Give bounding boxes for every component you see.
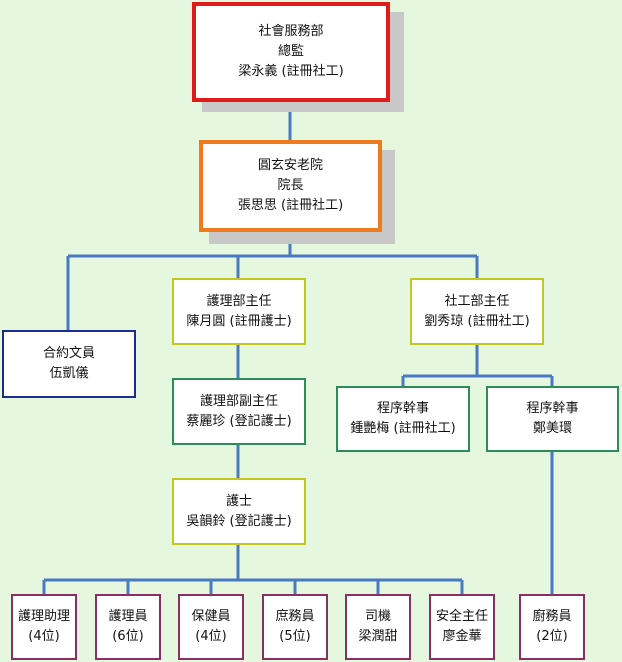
staff-title: 安全主任 — [435, 609, 488, 624]
nurse-title: 護士 — [225, 493, 252, 509]
staff-box-care-worker: 護理員 (6位) — [95, 594, 161, 660]
program-officer-2-title: 程序幹事 — [526, 401, 579, 416]
kitchen-count: (2位) — [536, 629, 568, 644]
director-box: 社會服務部 總監 梁永義 (註冊社工) — [192, 2, 390, 102]
staff-title: 護理助理 — [17, 609, 70, 624]
nursing-deputy-box: 護理部副主任 蔡麗珍 (登記護士) — [172, 378, 306, 445]
staff-box-general-worker: 庶務員 (5位) — [262, 594, 328, 660]
nursing-deputy-name: 蔡麗珍 (登記護士) — [186, 413, 292, 429]
program-officer-1-name: 鍾艷梅 (註冊社工) — [350, 421, 456, 436]
nursing-head-name: 陳月圓 (註冊護士) — [186, 313, 292, 329]
staff-count: (4位) — [28, 629, 60, 644]
director-title: 總監 — [277, 44, 304, 59]
nurse-name: 吳韻鈴 (登記護士) — [186, 513, 292, 529]
staff-title: 護理員 — [108, 609, 148, 624]
staff-count: (5位) — [279, 629, 311, 644]
staff-name: 梁潤甜 — [358, 629, 398, 644]
staff-title: 司機 — [364, 609, 391, 624]
kitchen-title: 廚務員 — [532, 609, 572, 624]
program-officer-2-box: 程序幹事 鄭美環 — [486, 386, 619, 452]
contract-clerk-name: 伍凱儀 — [49, 366, 89, 381]
nursing-head-title: 護理部主任 — [206, 293, 272, 309]
contract-clerk-box: 合約文員 伍凱儀 — [2, 330, 136, 398]
director-dept: 社會服務部 — [258, 24, 324, 39]
superintendent-title: 院長 — [277, 178, 304, 193]
superintendent-org: 圓玄安老院 — [257, 158, 323, 173]
social-work-head-name: 劉秀琼 (註冊社工) — [424, 313, 530, 329]
staff-box-health-worker: 保健員 (4位) — [178, 594, 244, 660]
director-name: 梁永義 (註冊社工) — [238, 64, 344, 79]
superintendent-name: 張思思 (註冊社工) — [237, 198, 344, 213]
staff-name: 廖金華 — [442, 629, 482, 644]
staff-title: 庶務員 — [275, 609, 315, 624]
staff-box-safety-officer: 安全主任 廖金華 — [429, 594, 495, 660]
program-officer-1-title: 程序幹事 — [376, 401, 429, 416]
social-work-head-box: 社工部主任 劉秀琼 (註冊社工) — [410, 278, 544, 345]
staff-box-driver: 司機 梁潤甜 — [345, 594, 411, 660]
staff-count: (6位) — [112, 629, 144, 644]
superintendent-box: 圓玄安老院 院長 張思思 (註冊社工) — [199, 140, 382, 232]
staff-title: 保健員 — [191, 609, 231, 624]
social-work-head-title: 社工部主任 — [444, 293, 510, 309]
contract-clerk-title: 合約文員 — [42, 346, 95, 361]
program-officer-1-box: 程序幹事 鍾艷梅 (註冊社工) — [336, 386, 470, 452]
kitchen-staff-box: 廚務員 (2位) — [519, 594, 585, 660]
nursing-head-box: 護理部主任 陳月圓 (註冊護士) — [172, 278, 306, 345]
nurse-box: 護士 吳韻鈴 (登記護士) — [172, 478, 306, 545]
program-officer-2-name: 鄭美環 — [532, 421, 572, 436]
staff-count: (4位) — [195, 629, 227, 644]
staff-box-nursing-assistant: 護理助理 (4位) — [11, 594, 77, 660]
nursing-deputy-title: 護理部副主任 — [199, 393, 278, 409]
